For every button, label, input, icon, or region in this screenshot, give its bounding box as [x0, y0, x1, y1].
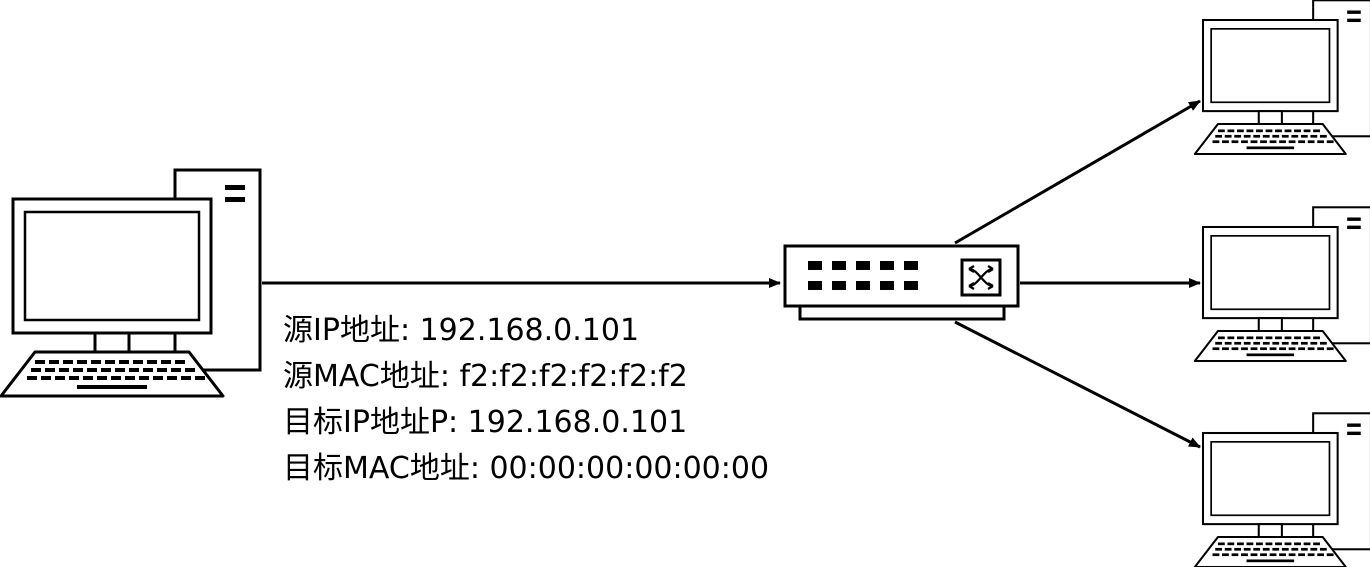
- switch-cross-arrows-icon: [960, 258, 1002, 297]
- switch-to-top-arrow: [954, 99, 1201, 245]
- destination-ip-label: 目标IP地址P: 192.168.0.101: [283, 405, 688, 440]
- network-switch-icon: [783, 244, 1020, 321]
- destination-computer-middle-icon: [1193, 206, 1370, 362]
- packet-header-info: 源IP地址: 192.168.0.101 源MAC地址: f2:f2:f2:f2…: [283, 308, 769, 492]
- source-computer-icon: [0, 168, 262, 398]
- destination-mac-label: 目标MAC地址: 00:00:00:00:00:00: [283, 451, 770, 486]
- destination-computer-top-icon: [1193, 0, 1370, 155]
- source-ip-label: 源IP地址: 192.168.0.101: [283, 313, 640, 348]
- switch-ports: [808, 261, 918, 290]
- destination-computer-bottom-icon: [1193, 412, 1370, 567]
- switch-to-bottom-arrow: [954, 320, 1201, 449]
- source-mac-label: 源MAC地址: f2:f2:f2:f2:f2:f2: [283, 359, 688, 394]
